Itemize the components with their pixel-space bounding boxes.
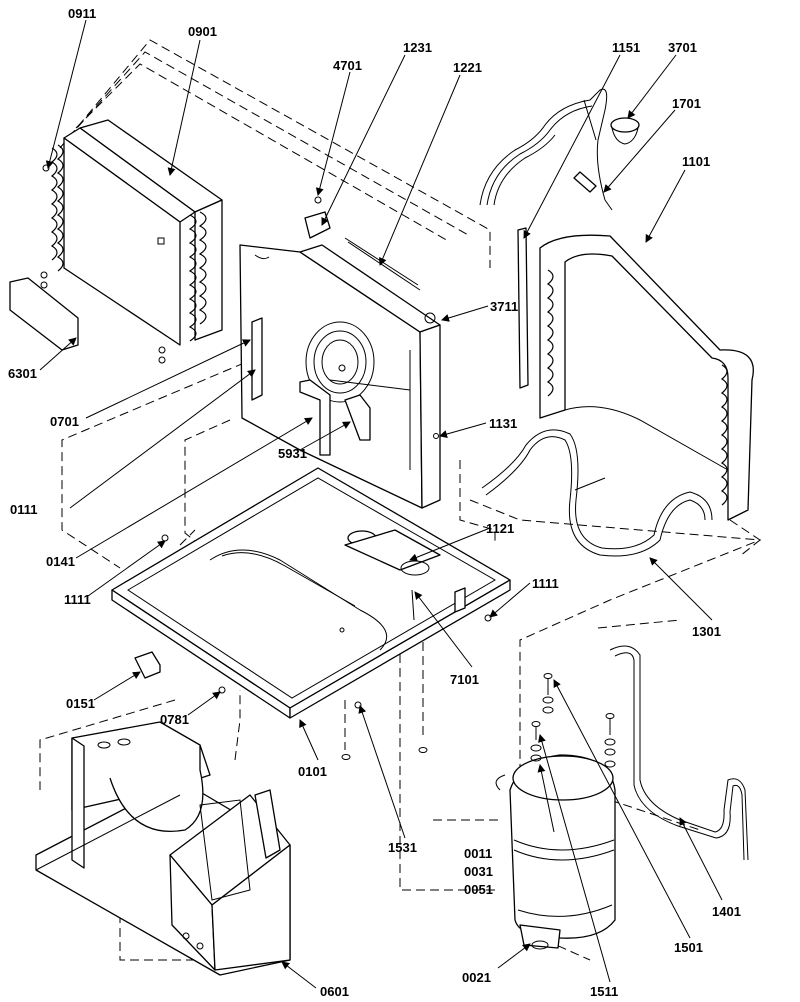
part-label: 3701 <box>668 40 697 55</box>
part-label: 1101 <box>682 154 710 169</box>
part-label: 0911 <box>68 6 96 21</box>
part-label: 1531 <box>388 840 417 855</box>
base-pan <box>111 467 511 719</box>
compressor <box>495 754 616 950</box>
part-label: 0111 <box>10 502 38 517</box>
part-label: 1231 <box>403 40 432 55</box>
part-label: 1301 <box>692 624 721 639</box>
control-housing <box>35 721 291 976</box>
part-label: 5931 <box>278 446 307 461</box>
part-label: 1111 <box>64 592 91 607</box>
part-labels: 0911 0901 1231 4701 1221 1151 3701 1701 … <box>8 6 741 999</box>
part-label: 0601 <box>320 984 349 999</box>
part-label: 4701 <box>333 58 362 73</box>
part-label: 1111 <box>532 576 559 591</box>
part-label: 1121 <box>486 521 514 536</box>
part-label: 1151 <box>612 40 640 55</box>
part-label: 1401 <box>712 904 741 919</box>
part-label: 0051 <box>464 882 493 897</box>
part-label: 0101 <box>298 764 327 779</box>
exploded-view-guide-lines <box>30 39 762 961</box>
part-label: 0011 <box>464 846 492 861</box>
part-label: 0021 <box>462 970 491 985</box>
part-label: 0781 <box>160 712 189 727</box>
part-label: 0901 <box>188 24 217 39</box>
partition-panel <box>239 244 441 509</box>
shield-plate <box>9 277 79 351</box>
part-label: 0141 <box>46 554 75 569</box>
small-bracket <box>134 651 161 679</box>
condenser-coil <box>40 119 223 364</box>
evaporator-coil <box>517 227 754 521</box>
part-label: 6301 <box>8 366 37 381</box>
part-label: 1511 <box>590 984 618 999</box>
part-label: 3711 <box>490 299 518 314</box>
part-label: 1701 <box>672 96 701 111</box>
part-label: 1221 <box>453 60 482 75</box>
part-label: 7101 <box>450 672 479 687</box>
leader-lines <box>39 19 723 989</box>
part-label: 0701 <box>50 414 79 429</box>
part-label: 0151 <box>66 696 95 711</box>
capillary-tubes <box>479 88 640 211</box>
part-label: 1131 <box>489 416 517 431</box>
suction-line <box>481 429 713 557</box>
compressor-hardware <box>530 673 616 768</box>
discharge-line <box>609 645 749 861</box>
part-label: 0031 <box>464 864 493 879</box>
part-label: 1501 <box>674 940 703 955</box>
screws <box>218 686 428 760</box>
